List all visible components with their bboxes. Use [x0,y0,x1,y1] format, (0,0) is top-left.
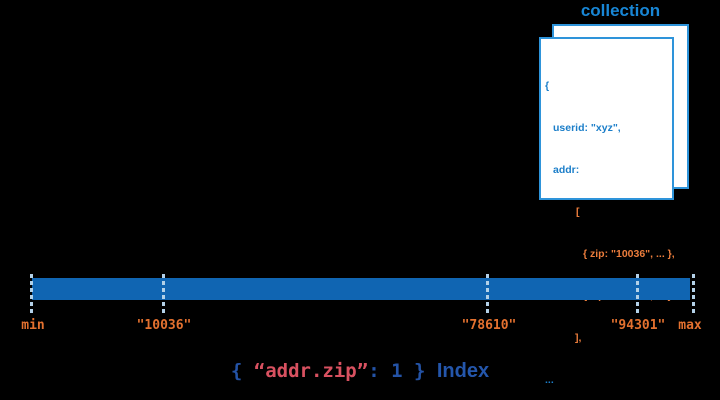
range-marker-line-min [30,274,33,316]
range-marker-label-78610: "78610" [461,318,517,333]
range-marker-label-max: max [678,318,702,333]
document-json: { userid: "xyz", addr: [ { zip: "10036",… [541,51,675,400]
document-line: [ [576,206,580,218]
range-marker-label-94301: "94301" [610,318,666,333]
caption-index-word: Index [436,360,490,382]
caption-open-brace: { [230,360,254,382]
range-marker-line-max [692,274,695,316]
caption-key: “addr.zip” [253,360,369,382]
document-line: userid: "xyz", [553,122,621,134]
document-line: { zip: "10036", ... }, [583,248,675,260]
document-line: addr: [553,164,580,176]
collection-label: collection [580,1,661,20]
caption-value: : 1 } [368,360,437,382]
document-line: ], [575,332,582,344]
range-marker-line-10036 [162,274,165,316]
document-card-front: { userid: "xyz", addr: [ { zip: "10036",… [539,37,675,386]
document-line: ... [545,374,554,386]
document-line: { [545,80,550,92]
index-range-bar [32,278,690,300]
range-marker-line-78610 [486,274,489,316]
index-caption: { “addr.zip”: 1 } Index [0,360,720,383]
range-marker-label-min: min [21,318,45,333]
range-marker-line-94301 [636,274,639,316]
range-marker-label-10036: "10036" [136,318,192,333]
